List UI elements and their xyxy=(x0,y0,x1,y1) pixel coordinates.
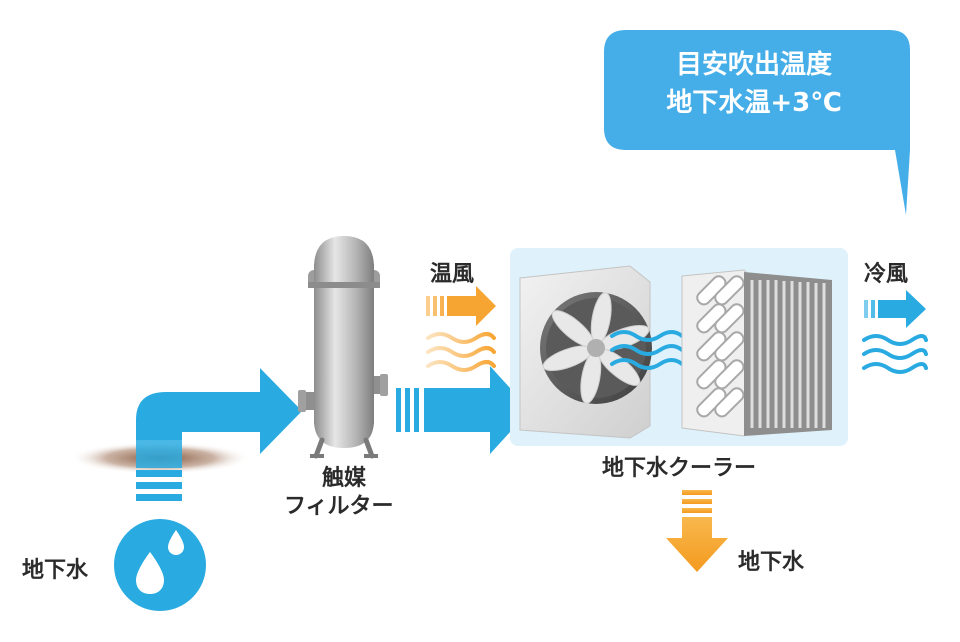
catalyst-filter-tank xyxy=(298,236,388,459)
cool-air-arrow xyxy=(862,290,928,374)
warm-air-arrow xyxy=(426,286,496,372)
intake-pipe xyxy=(136,368,302,501)
callout-bubble xyxy=(604,30,910,215)
groundwater-discharge-arrow xyxy=(666,490,728,572)
fan-unit xyxy=(519,265,652,439)
warm-air-label: 温風 xyxy=(430,262,475,287)
cooler-label: 地下水クーラー xyxy=(602,456,757,481)
heat-exchanger-coil-icon xyxy=(681,269,749,437)
callout-text: 目安吹出温度 地下水温+3℃ xyxy=(604,46,904,122)
water-drop-icon xyxy=(114,519,206,611)
callout-line-2: 地下水温+3℃ xyxy=(666,88,842,118)
groundwater-source-label: 地下水 xyxy=(22,558,89,583)
filter-label-line1: 触媒 xyxy=(322,466,367,491)
filter-to-cooler-arrow xyxy=(396,366,530,454)
filter-label-line2: フィルター xyxy=(284,494,394,519)
groundwater-out-label: 地下水 xyxy=(738,550,805,575)
radiator-fins-icon xyxy=(744,272,832,436)
fan-icon xyxy=(540,292,652,404)
cool-waves-inside xyxy=(610,330,684,370)
callout-line-1: 目安吹出温度 xyxy=(675,50,832,80)
cool-air-label: 冷風 xyxy=(864,262,909,287)
